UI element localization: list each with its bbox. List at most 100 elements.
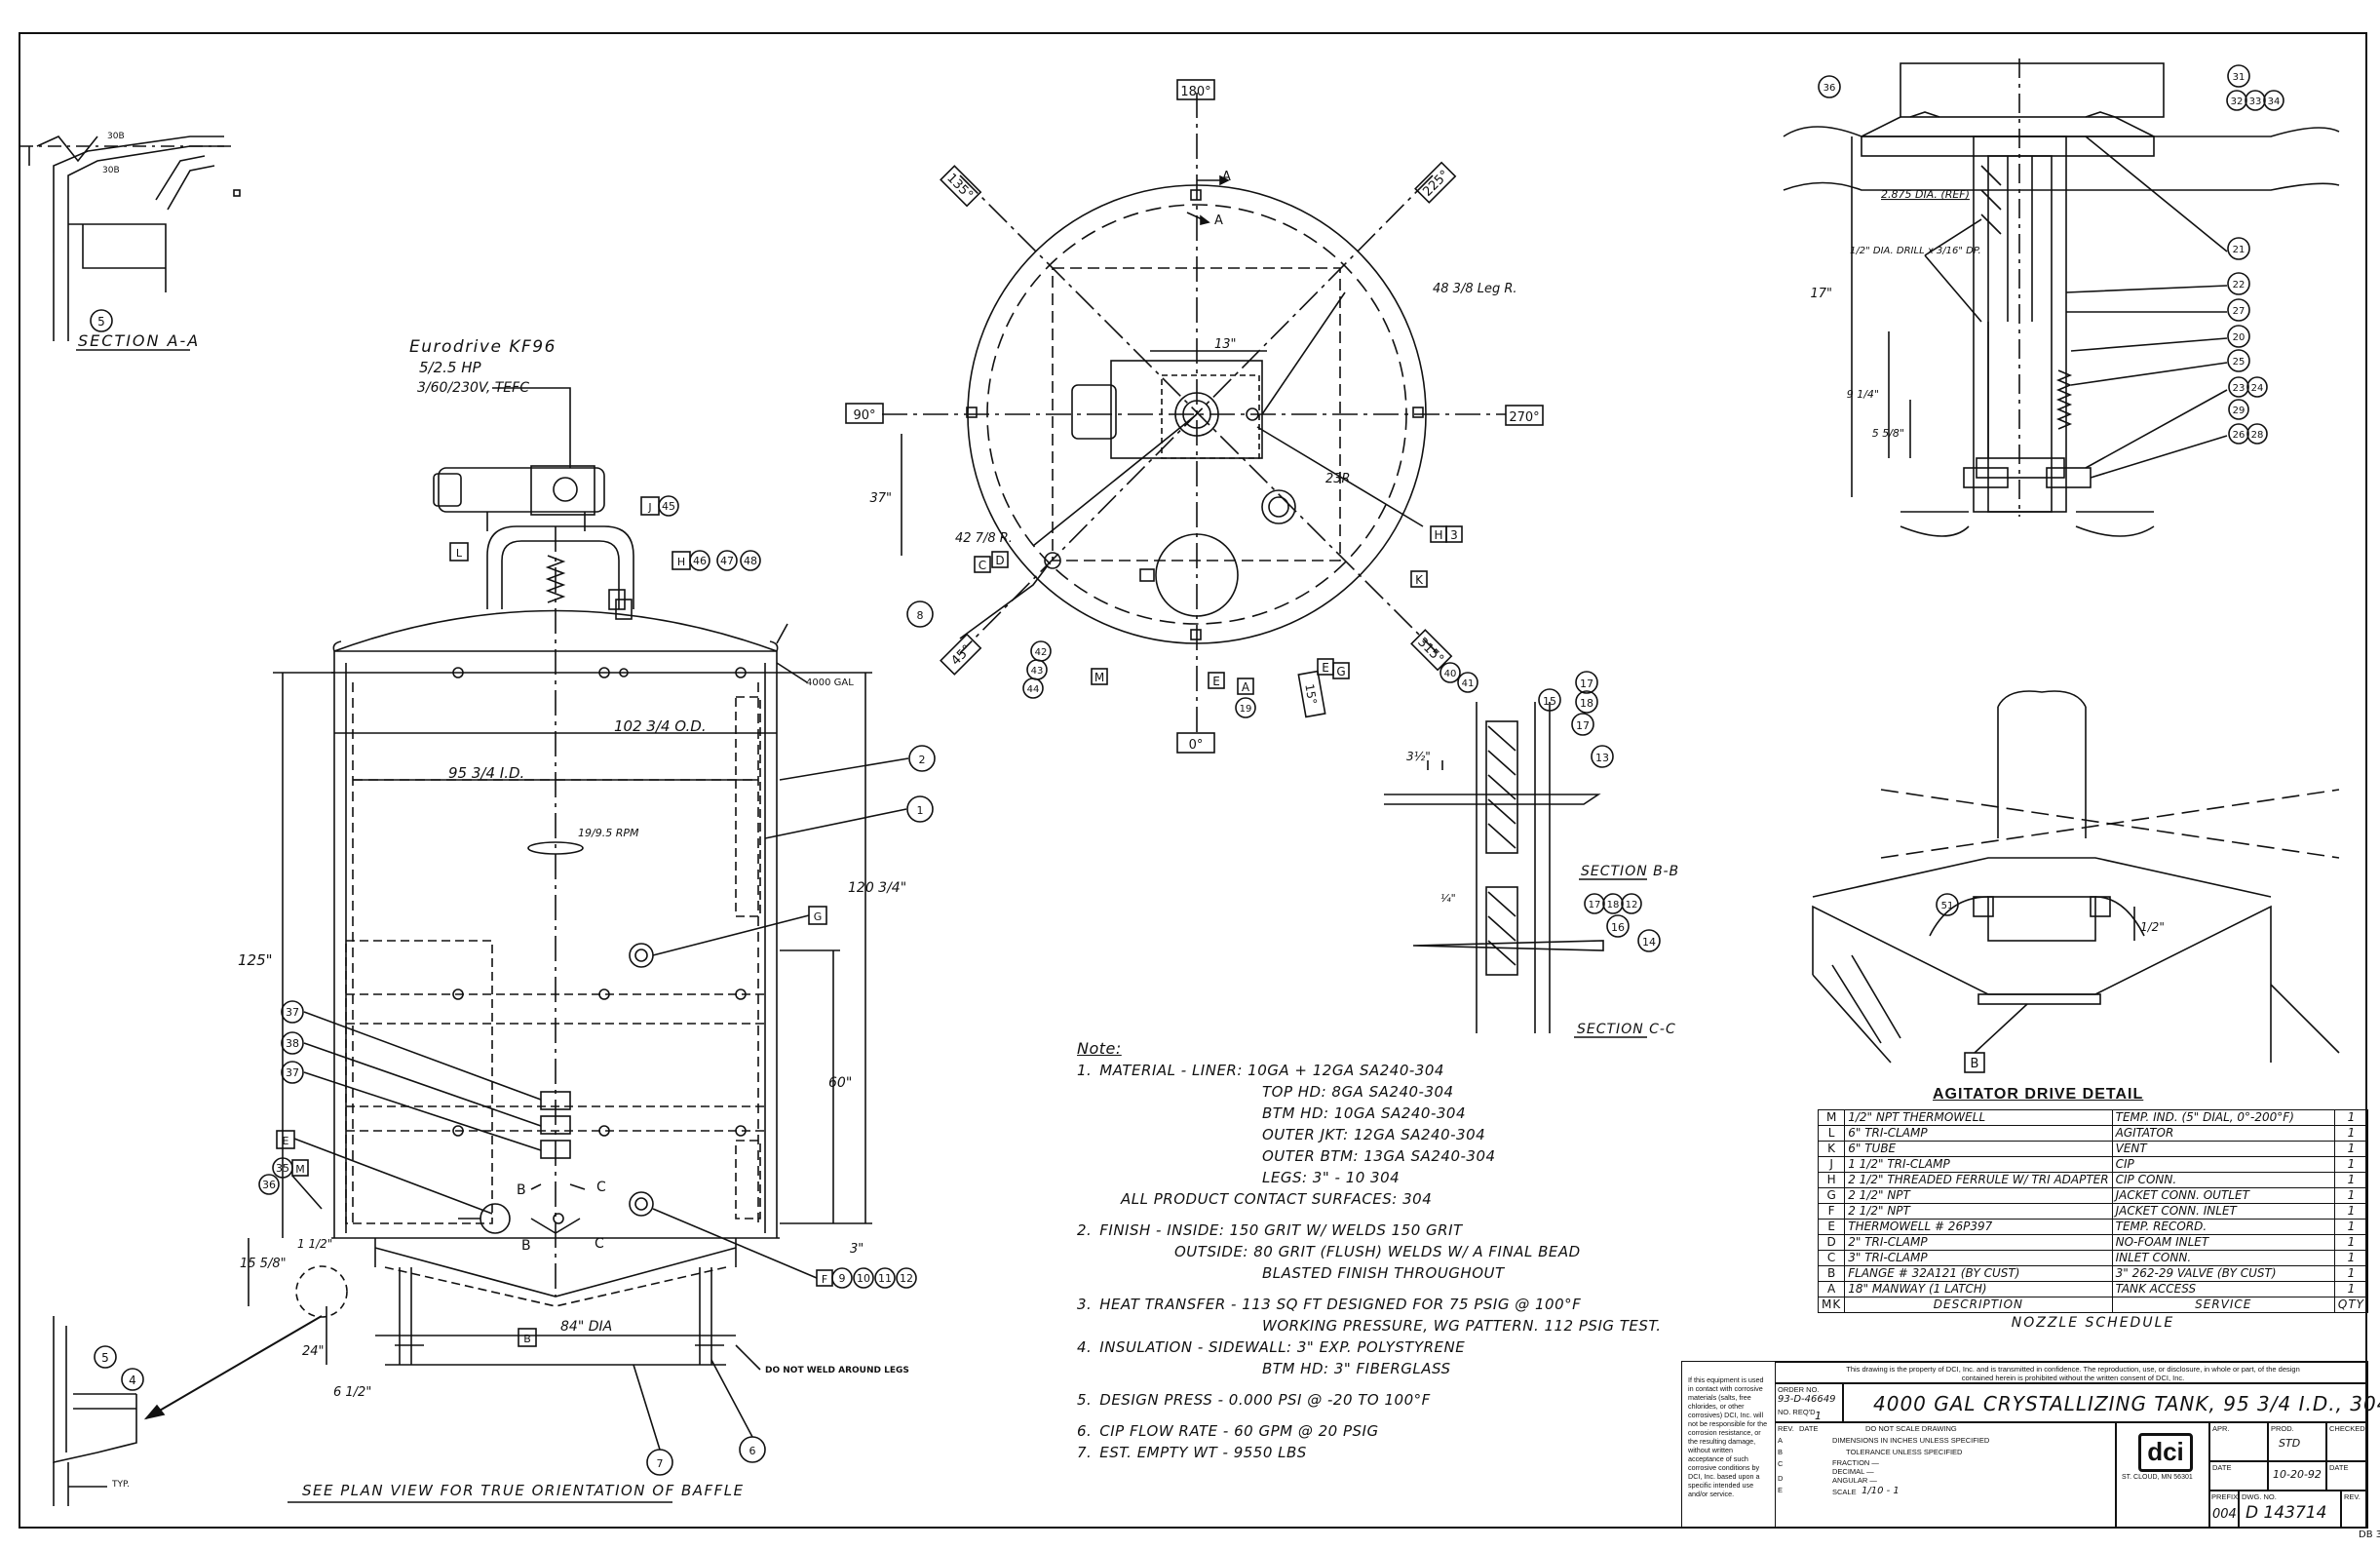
- callout-2: 2: [919, 754, 926, 766]
- note-line: BTM HD: 10GA SA240-304: [1077, 1103, 1681, 1124]
- callout-24: 24: [2251, 383, 2264, 394]
- header-mk: MK: [1817, 1297, 1846, 1313]
- dim-quarter: ¼": [1440, 892, 1456, 905]
- nozzle-service: JACKET CONN. OUTLET: [2111, 1187, 2335, 1204]
- callout-44: 44: [1027, 684, 1040, 695]
- callout-40: 40: [1444, 669, 1457, 679]
- tolerance-note: TOLERANCE UNLESS SPECIFIED: [1846, 1448, 1963, 1456]
- nozzle-mark: A: [1817, 1281, 1846, 1297]
- order-no-label: ORDER NO.: [1778, 1385, 1820, 1394]
- note-line: WORKING PRESSURE, WG PATTERN. 112 PSIG T…: [1077, 1315, 1681, 1336]
- nozzle-description: 18" MANWAY (1 LATCH): [1844, 1281, 2113, 1297]
- decimal: DECIMAL —: [1832, 1467, 1874, 1476]
- drive-label-3: 3/60/230V, TEFC: [417, 380, 529, 396]
- drill-note: 1/2" DIA. DRILL x 3/16" DP.: [1850, 246, 1981, 256]
- callout-29: 29: [2233, 406, 2246, 416]
- callout-1: 1: [917, 804, 924, 817]
- elevation-callouts: L J 45 H 46 47 48 8 2 1 G 37 38 37 E 35 …: [258, 495, 936, 1476]
- nozzle-description: 2" TRI-CLAMP: [1844, 1234, 2113, 1251]
- rpm-label: 19/9.5 RPM: [578, 827, 639, 839]
- tag-3-plan: 3: [1450, 528, 1458, 542]
- nozzle-qty: 1: [2333, 1156, 2369, 1173]
- nozzle-qty: 1: [2333, 1109, 2369, 1126]
- prefix-label: PREFIX: [2211, 1492, 2239, 1501]
- logo-box: dci ST. CLOUD, MN 56301: [2116, 1422, 2209, 1528]
- note-line: OUTER JKT: 12GA SA240-304: [1077, 1124, 1681, 1145]
- nozzle-description: FLANGE # 32A121 (BY CUST): [1844, 1265, 2113, 1282]
- plan-dim-37: 37": [869, 491, 892, 506]
- note-text: INSULATION - SIDEWALL: 3" EXP. POLYSTYRE…: [1099, 1338, 1466, 1356]
- date3-label: DATE: [2329, 1463, 2349, 1472]
- nozzle-description: 2 1/2" NPT: [1844, 1187, 2113, 1204]
- leg-pad-detail: 5 4 TYP.: [53, 1315, 323, 1506]
- plan-r42: 42 7/8 R.: [955, 531, 1013, 546]
- agitator-detail-title: AGITATOR DRIVE DETAIL: [1933, 1086, 2144, 1103]
- callout-5-detail: 5: [101, 1351, 109, 1365]
- callout-18c: 18: [1607, 900, 1620, 910]
- note-text: HEAT TRANSFER - 113 SQ FT DESIGNED FOR 7…: [1099, 1296, 1582, 1313]
- note-line: 7. EST. EMPTY WT - 9550 LBS: [1077, 1442, 1681, 1463]
- tag-h-plan: H: [1434, 528, 1442, 542]
- note-line: 1. MATERIAL - LINER: 10GA + 12GA SA240-3…: [1077, 1060, 1681, 1081]
- capacity-label: 4000 GAL: [806, 678, 854, 688]
- dim-3-half: 3½": [1406, 750, 1431, 763]
- nozzle-qty: 1: [2333, 1281, 2369, 1297]
- note-text: BLASTED FINISH THROUGHOUT: [1262, 1264, 1505, 1282]
- rev-e: E: [1778, 1486, 1784, 1494]
- do-not-scale: DO NOT SCALE DRAWING: [1865, 1424, 1957, 1433]
- nozzle-service: AGITATOR: [2111, 1125, 2335, 1142]
- apr-box: APR.: [2209, 1422, 2268, 1461]
- note-num: 7.: [1077, 1444, 1093, 1461]
- callout-38: 38: [286, 1037, 299, 1050]
- tag-a-plan: A: [1242, 680, 1250, 694]
- callout-8: 8: [917, 609, 924, 622]
- no-weld-note: DO NOT WELD AROUND LEGS: [765, 1366, 909, 1375]
- drawing-title-box: 4000 GAL CRYSTALLIZING TANK, 95 3/4 I.D.…: [1843, 1383, 2380, 1422]
- nozzle-service: NO-FOAM INLET: [2111, 1234, 2335, 1251]
- callout-35: 35: [276, 1162, 289, 1175]
- callout-32: 32: [2231, 97, 2244, 107]
- nozzle-service: TEMP. IND. (5" DIAL, 0°-200°F): [2111, 1109, 2335, 1126]
- header-service: SERVICE: [2111, 1297, 2335, 1313]
- dim-height-total: 125": [238, 951, 273, 969]
- dwg-no-box: DWG. NO. D 143714: [2239, 1491, 2341, 1528]
- dim-5-58: 5 5/8": [1872, 427, 1904, 440]
- weld-symbol-aa-2: 30B: [102, 166, 120, 175]
- note-num: 3.: [1077, 1296, 1093, 1313]
- nozzle-mark: C: [1817, 1250, 1846, 1266]
- nozzle-service: CIP CONN.: [2111, 1172, 2335, 1188]
- nozzle-service: TEMP. RECORD.: [2111, 1219, 2335, 1235]
- plan-arrow-a-2: A: [1214, 213, 1223, 228]
- section-cc-label: SECTION C-C: [1577, 1022, 1676, 1037]
- date-box: DATE: [2209, 1461, 2268, 1491]
- callout-48: 48: [744, 555, 757, 567]
- callout-7: 7: [657, 1457, 664, 1470]
- nozzle-mark: K: [1817, 1141, 1846, 1157]
- callout-6: 6: [749, 1445, 756, 1457]
- tag-b: B: [523, 1333, 531, 1345]
- tag-b-detail: B: [1971, 1057, 1979, 1071]
- dimensions-note: DIMENSIONS IN INCHES UNLESS SPECIFIED: [1832, 1436, 1990, 1445]
- date2: 10-20-92: [2273, 1468, 2322, 1481]
- tag-e-plan: E: [1212, 675, 1220, 688]
- note-text: OUTSIDE: 80 GRIT (FLUSH) WELDS W/ A FINA…: [1174, 1243, 1581, 1260]
- drive-label-2: 5/2.5 HP: [419, 359, 481, 376]
- nozzle-service: CIP: [2111, 1156, 2335, 1173]
- callout-20: 20: [2233, 332, 2246, 343]
- agitator-bottom-detail: 1/2" 51 B: [1812, 690, 2340, 1073]
- nozzle-description: 6" TRI-CLAMP: [1844, 1125, 2113, 1142]
- callout-15: 15: [1543, 695, 1556, 708]
- scale: 1/10 - 1: [1862, 1486, 1900, 1496]
- nozzle-description: 3" TRI-CLAMP: [1844, 1250, 2113, 1266]
- tag-e2-plan: E: [1322, 661, 1329, 675]
- nozzle-qty: 1: [2333, 1187, 2369, 1204]
- angle-45: 45°: [948, 642, 975, 669]
